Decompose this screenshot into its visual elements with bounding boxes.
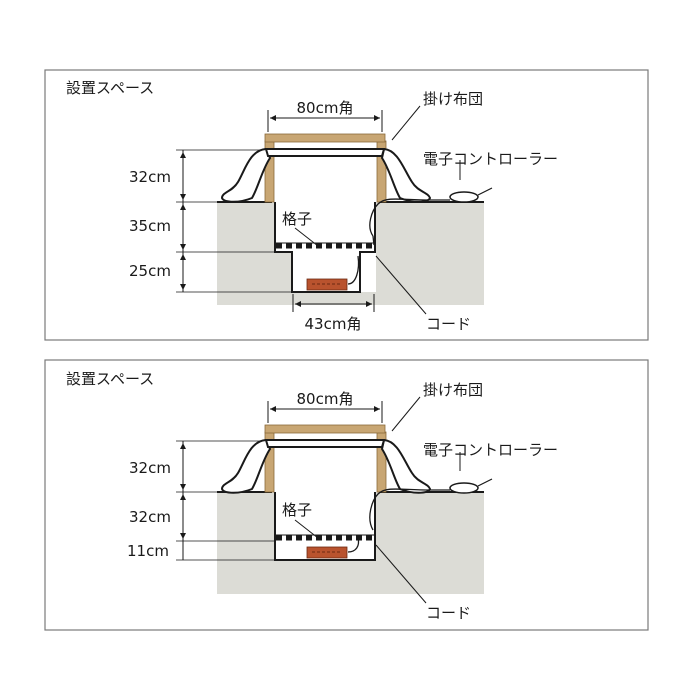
- ground-section: [217, 202, 484, 305]
- pit-outline: [274, 492, 376, 561]
- label-grid: 格子: [282, 210, 312, 228]
- cord-inner: [347, 255, 360, 285]
- panel-1: 設置スペース: [44, 69, 649, 341]
- label-grid: 格子: [282, 501, 312, 519]
- label-top-width: 80cm角: [297, 390, 354, 408]
- futon-right: [380, 147, 432, 203]
- futon-left: [220, 438, 272, 494]
- panel-2: 設置スペース 80cm角: [44, 359, 649, 631]
- ground-section: [217, 492, 484, 594]
- panel-title: 設置スペース: [66, 79, 154, 97]
- label-futon: 掛け布団: [423, 90, 483, 108]
- futon-left: [220, 147, 272, 203]
- label-cord: コード: [426, 315, 471, 333]
- leader-cord: [375, 255, 427, 315]
- controller-unit: [449, 482, 479, 494]
- leader-futon: [391, 105, 421, 141]
- panel-title: 設置スペース: [66, 370, 154, 388]
- table-top: [264, 424, 386, 434]
- leader-grid: [294, 227, 319, 247]
- dim-3: 25cm: [129, 262, 171, 280]
- label-cord: コード: [426, 604, 471, 622]
- label-controller: 電子コントローラー: [423, 150, 558, 168]
- futon-right: [380, 438, 432, 494]
- dim-3: 11cm: [127, 542, 169, 560]
- dim-1: 32cm: [129, 168, 171, 186]
- controller-unit: [449, 191, 479, 203]
- futon-top: [264, 148, 386, 157]
- cord-inner: [347, 537, 360, 553]
- dim-2: 35cm: [129, 217, 171, 235]
- label-top-width: 80cm角: [297, 99, 354, 117]
- table-top: [264, 133, 386, 143]
- cord-outer: [369, 198, 450, 237]
- futon-top: [264, 439, 386, 448]
- dim-2: 32cm: [129, 508, 171, 526]
- dim-1: 32cm: [129, 459, 171, 477]
- label-futon: 掛け布団: [423, 381, 483, 399]
- label-bottom-width: 43cm角: [305, 315, 362, 333]
- label-controller: 電子コントローラー: [423, 441, 558, 459]
- cord-outer: [369, 488, 450, 531]
- pit-outline: [274, 202, 376, 293]
